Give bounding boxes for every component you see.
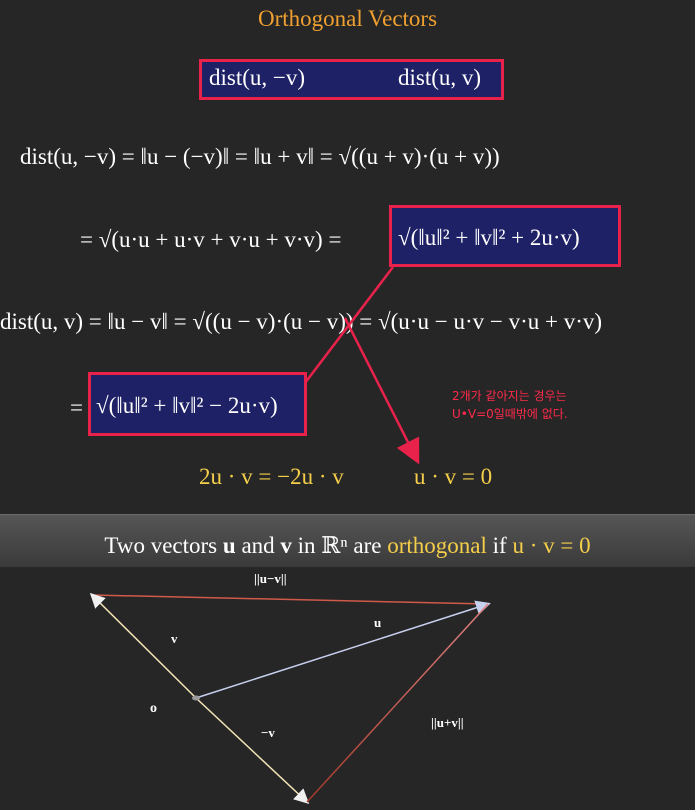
label-u-plus-v: ||u+v|| [431, 715, 464, 730]
dist-u-neg-v-label: dist(u, −v) [209, 65, 306, 90]
def-part1: Two vectors [104, 533, 223, 558]
u-plus-v-segment [306, 603, 489, 803]
def-part2: and [235, 533, 281, 558]
plus-result-formula: √(‖u‖² + ‖v‖² + 2u·v) [398, 225, 580, 250]
equation-dist-u-neg-v: dist(u, −v) = ‖u − (−v)‖ = ‖u + v‖ = √((… [20, 144, 500, 169]
vector-diagram: ||u−v|| u v o −v ||u+v|| [89, 571, 491, 805]
orthogonal-definition: Two vectors u and v in ℝⁿ are orthogonal… [0, 533, 695, 559]
conclusion-arrow [343, 317, 420, 465]
u-minus-v-segment [91, 594, 489, 605]
result-equation: 2u · v = −2u · v [199, 464, 344, 489]
def-part4: are [347, 533, 388, 558]
def-part3: in [291, 533, 322, 558]
origin-point [192, 695, 200, 701]
equation-dist-u-v: dist(u, v) = ‖u − v‖ = √((u − v)·(u − v)… [0, 309, 603, 334]
def-part5: if [486, 533, 513, 558]
vector-v [89, 592, 197, 699]
label-v: v [171, 631, 178, 646]
korean-note-line1: 2개가 같아지는 경우는 [452, 389, 567, 403]
minus-result-box [88, 372, 307, 436]
def-space: ℝⁿ [321, 533, 348, 558]
dist-u-v-label: dist(u, v) [398, 65, 482, 90]
plus-result-box [389, 205, 621, 267]
def-v: v [280, 533, 292, 558]
vector-neg-v [195, 697, 310, 805]
result-conclusion: u · v = 0 [414, 464, 493, 489]
equation-equals-sign: = [70, 395, 83, 420]
label-u: u [374, 615, 381, 630]
minus-result-formula: √(‖u‖² + ‖v‖² − 2u·v) [96, 393, 278, 418]
label-u-minus-v: ||u−v|| [254, 571, 287, 586]
def-u: u [222, 533, 236, 558]
def-condition: u · v = 0 [512, 533, 591, 558]
equation-expansion-plus: = √(u·u + u·v + v·u + v·v) = [80, 227, 342, 252]
vector-u [195, 600, 491, 699]
slide-title: Orthogonal Vectors [257, 6, 438, 31]
label-o: o [150, 701, 157, 716]
def-orthogonal: orthogonal [387, 533, 487, 558]
label-neg-v: −v [261, 725, 275, 740]
top-comparison-box [199, 59, 504, 100]
definition-band [0, 514, 695, 567]
korean-note-line2: U•V=0일때밖에 없다. [452, 407, 568, 421]
annotation-arrows [304, 266, 420, 465]
korean-note: 2개가 같아지는 경우는 U•V=0일때밖에 없다. [452, 387, 568, 423]
